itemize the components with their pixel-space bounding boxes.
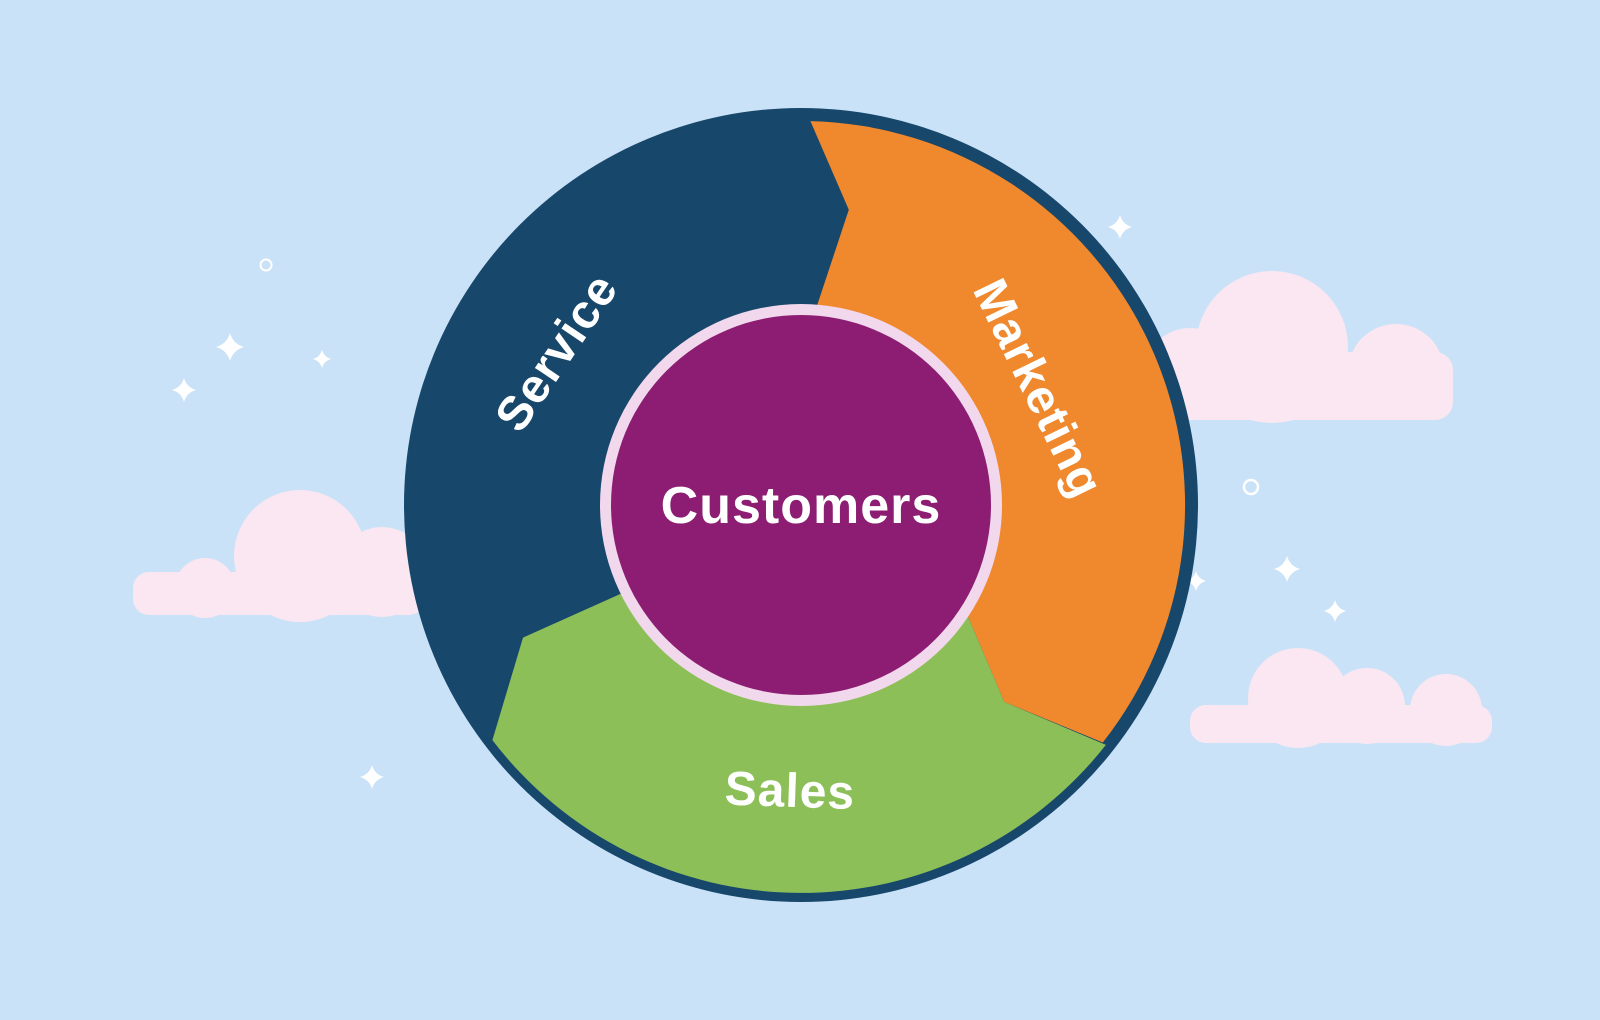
circle-accent-right	[1242, 478, 1260, 496]
sparkle-icon	[313, 350, 331, 368]
center-label: Customers	[661, 477, 942, 535]
cloud-left	[133, 490, 427, 622]
sparkle-icon	[1324, 600, 1346, 622]
segment-service	[407, 111, 849, 744]
sparkle-icons	[172, 215, 1346, 789]
sparkle-icon	[360, 765, 384, 789]
sparkle-icon	[216, 333, 244, 361]
segment-marketing	[810, 121, 1186, 743]
sparkle-icon	[1108, 215, 1132, 239]
sparkle-icon	[1186, 571, 1206, 591]
segment-sales	[492, 590, 1106, 893]
sparkle-icon	[1274, 556, 1300, 582]
center-circle	[611, 315, 991, 695]
circle-accent-left	[259, 258, 273, 272]
flywheel: Service Marketing Sales Customers	[404, 108, 1198, 902]
cloud-bottom-right	[1190, 648, 1492, 748]
sparkle-icon	[172, 378, 196, 402]
segment-label-sales: Sales	[724, 763, 856, 821]
cloud-top-right	[1144, 271, 1453, 423]
